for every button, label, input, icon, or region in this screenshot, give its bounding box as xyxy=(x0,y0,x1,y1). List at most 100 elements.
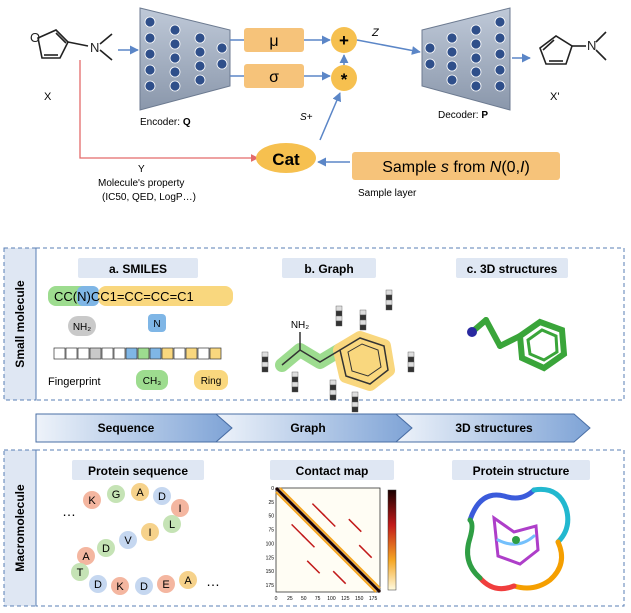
feature-vector-cell xyxy=(291,386,299,393)
protein-structure-icon xyxy=(465,486,571,592)
contact-map-y-tick: 25 xyxy=(268,500,274,506)
feature-vector-cell xyxy=(291,381,299,388)
macromolecule-side-label: Macromolecule xyxy=(13,484,27,572)
decoder-node xyxy=(446,74,458,86)
decoder-node xyxy=(494,16,506,28)
contact-map-band xyxy=(279,487,381,589)
sample-text: Sample s from N(0,I) xyxy=(382,159,530,176)
contact-map-y-tick: 100 xyxy=(266,541,275,547)
feature-vector-cell xyxy=(359,309,367,316)
small-molecule-side-tab xyxy=(3,247,37,401)
residue-bead xyxy=(89,575,107,593)
graph-title-box xyxy=(282,258,376,278)
decoder-network-icon xyxy=(421,7,511,111)
property-line xyxy=(79,60,259,162)
contact-map-contact xyxy=(301,534,316,548)
decoder-node xyxy=(446,60,458,72)
feature-vector-cell xyxy=(291,371,299,378)
encoder-network-icon xyxy=(139,7,231,111)
feature-vector-cell xyxy=(329,379,337,386)
contact-map-colorbar xyxy=(387,489,397,591)
contact-map-y-tick: 50 xyxy=(268,514,274,520)
contact-map-x-tick: 150 xyxy=(355,596,364,602)
residue-label: D xyxy=(140,581,148,593)
input-molecule-icon xyxy=(37,29,113,61)
fingerprint-bits xyxy=(53,347,222,360)
sample-to-times-arrow xyxy=(319,92,341,141)
decoder-node xyxy=(470,80,482,92)
smiles-ring-highlight xyxy=(98,286,233,306)
residue-bead xyxy=(141,523,159,541)
3d-molecule-icon xyxy=(467,317,568,372)
encoder-node xyxy=(194,60,206,72)
n-label: N xyxy=(153,319,160,330)
contact-map-title-box xyxy=(270,460,394,480)
structures-arrow xyxy=(394,413,591,443)
representation-arrows: Sequence Graph 3D structures xyxy=(35,413,591,443)
fingerprint-bit xyxy=(113,347,126,360)
residue-label: D xyxy=(94,579,102,591)
contact-map-x-tick: 50 xyxy=(301,596,307,602)
sequence-start-ellipsis: … xyxy=(62,503,76,519)
feature-vector-cell xyxy=(385,289,393,296)
feature-vector-cell xyxy=(351,396,359,403)
contact-map-contact xyxy=(311,503,326,517)
residue-bead xyxy=(131,483,149,501)
fingerprint-bit xyxy=(197,347,210,360)
contact-map-x-tick: 75 xyxy=(315,596,321,602)
feature-vector-cell xyxy=(261,351,269,358)
macromolecule-panel xyxy=(35,449,625,607)
residue-bead xyxy=(71,563,89,581)
mu-box xyxy=(244,28,304,52)
encoder-node xyxy=(216,42,228,54)
nh2-badge xyxy=(68,316,96,336)
encoder-node xyxy=(144,16,156,28)
residue-bead xyxy=(119,531,137,549)
sample-box xyxy=(352,152,560,180)
fingerprint-bit xyxy=(161,347,174,360)
smiles-title-box xyxy=(78,258,198,278)
sample-layer-label: Sample layer xyxy=(358,188,417,199)
small-molecule-panel xyxy=(35,247,625,401)
sigma-box xyxy=(244,64,304,88)
residue-label: K xyxy=(88,495,96,507)
sequence-end-ellipsis: … xyxy=(206,573,220,589)
contact-map-y-tick: 75 xyxy=(268,528,274,534)
fingerprint-bit xyxy=(77,347,90,360)
feature-vector-cell xyxy=(335,320,343,327)
nitrogen-atom-label: N xyxy=(90,40,99,55)
residue-bead xyxy=(179,571,197,589)
encoder-node xyxy=(169,38,181,50)
residue-bead xyxy=(77,547,95,565)
structures-title-box xyxy=(456,258,568,278)
feature-vector-cell xyxy=(407,356,415,363)
encoder-node xyxy=(194,46,206,58)
contact-map-title: Contact map xyxy=(296,464,369,478)
decoder-node xyxy=(470,52,482,64)
input-label: X xyxy=(44,91,52,103)
ring-badge xyxy=(194,370,228,390)
residue-label: I xyxy=(178,503,181,515)
decoder-label: Decoder: P xyxy=(438,110,488,121)
feature-vector-cell xyxy=(351,401,359,408)
decoder-node xyxy=(424,42,436,54)
fingerprint-bit xyxy=(65,347,78,360)
y-label: Y xyxy=(138,164,145,175)
fingerprint-bit xyxy=(137,347,150,360)
contact-map-x-tick: 100 xyxy=(327,596,336,602)
encoder-node xyxy=(169,66,181,78)
fingerprint-label: Fingerprint xyxy=(48,376,101,388)
graph-feature-vectors xyxy=(261,289,415,413)
protein-structure-title: Protein structure xyxy=(473,464,570,478)
feature-vector-cell xyxy=(329,394,337,401)
contact-map-band xyxy=(275,491,377,593)
residue-bead xyxy=(163,515,181,533)
residue-label: I xyxy=(148,527,151,539)
contact-map-x-tick: 25 xyxy=(287,596,293,602)
times-label: * xyxy=(341,70,348,89)
feature-vector-cell xyxy=(385,294,393,301)
output-nitrogen-label: N xyxy=(587,38,596,53)
residue-bead xyxy=(83,491,101,509)
feature-vector-cell xyxy=(407,361,415,368)
